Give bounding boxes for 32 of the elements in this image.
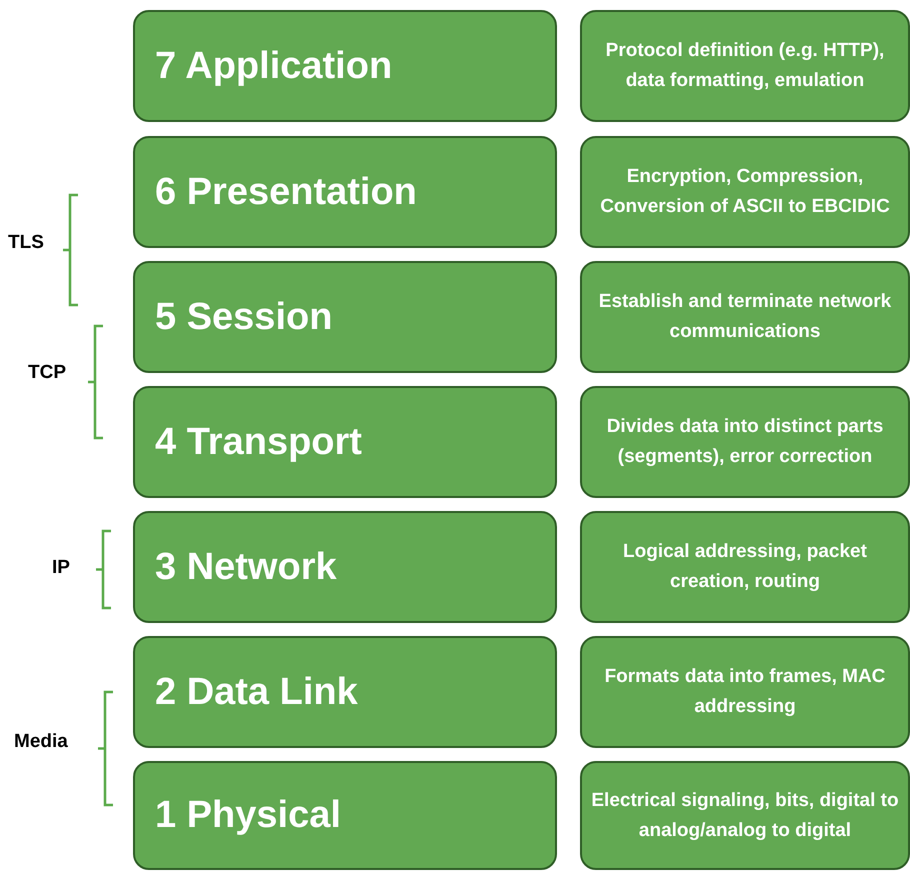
description-box [580,511,910,623]
description-box [580,636,910,748]
layer-title: 4 Transport [155,420,362,464]
layer-box [133,511,557,623]
layer-box [133,10,557,122]
layer-description: Establish and terminate network communications [598,290,892,344]
layer-description: Formats data into frames, MAC addressing [604,665,886,719]
layer-title: 7 Application [155,44,392,88]
layer-title: 2 Data Link [155,670,358,714]
layer-box [133,761,557,870]
layer-description: Electrical signaling, bits, digital to analog/analog to digital [590,788,900,842]
layer-box [133,261,557,373]
layer-description: Encryption, Compression, Conversion of ASCII to EBCIDIC [599,165,891,219]
protocol-label: TLS [8,232,44,254]
layer-box [133,386,557,498]
layer-title: 6 Presentation [155,170,417,214]
layer-title: 1 Physical [155,794,341,837]
description-box [580,386,910,498]
layer-description: Logical addressing, packet creation, routing [622,540,868,594]
protocol-label: IP [52,557,70,579]
description-box [580,261,910,373]
layer-title: 3 Network [155,546,337,588]
protocol-label: TCP [28,362,66,384]
protocol-label: Media [14,731,68,753]
description-box [580,136,910,248]
layer-box [133,636,557,748]
layer-title: 5 Session [155,296,332,338]
layer-box [133,136,557,248]
description-box [580,761,910,870]
layer-description: Divides data into distinct parts (segments), error correction [606,415,884,469]
description-box [580,10,910,122]
layer-description: Protocol definition (e.g. HTTP), data formatting, emulation [604,39,886,93]
